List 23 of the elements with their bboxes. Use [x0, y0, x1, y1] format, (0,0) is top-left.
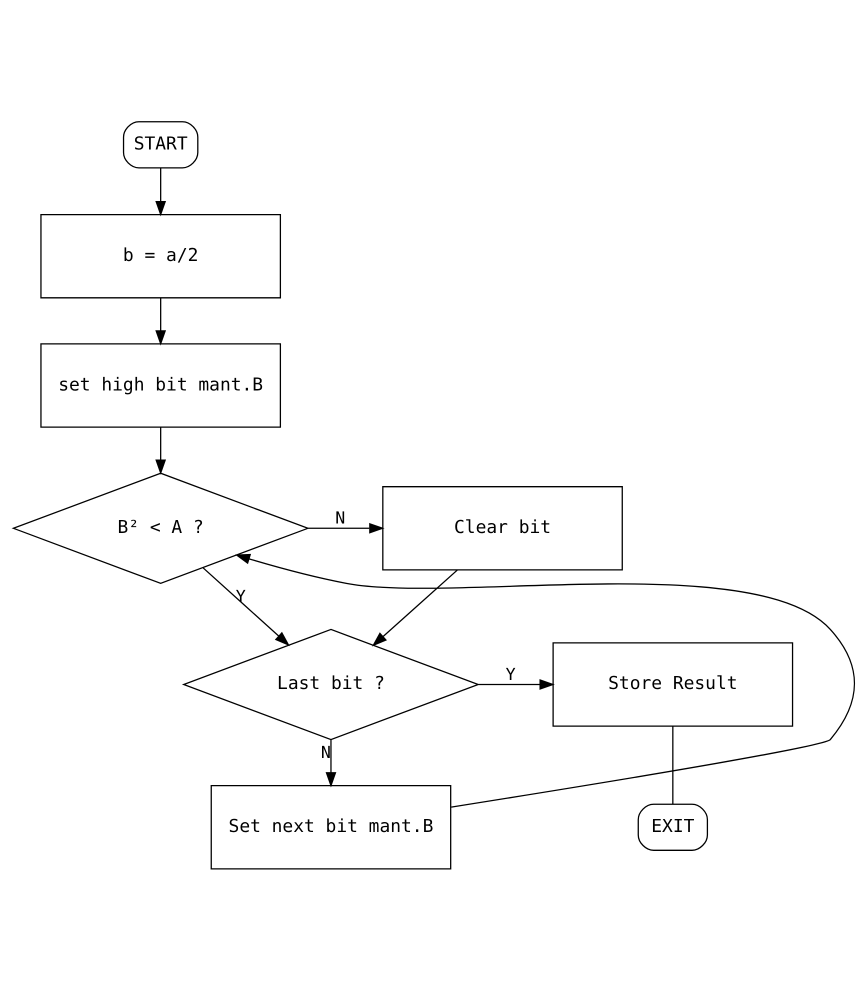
node-diamond: Last bit ?	[182, 628, 480, 740]
arrow	[478, 678, 555, 690]
node-box: START	[122, 120, 198, 168]
node-box: b = a/2	[40, 213, 282, 298]
node-box: Set next bit mant.B	[210, 784, 452, 870]
connector	[672, 726, 674, 804]
arrow	[234, 553, 855, 808]
edge-label: N	[335, 508, 346, 528]
edge-label: Y	[506, 664, 516, 684]
arrow	[308, 522, 385, 534]
arrow	[372, 568, 458, 646]
node-box: set high bit mant.B	[40, 342, 282, 428]
arrow	[326, 739, 336, 788]
edge-label: Y	[236, 586, 246, 606]
node-diamond: B² < A ?	[12, 472, 310, 584]
edge-label: N	[320, 742, 331, 762]
node-box: Clear bit	[382, 486, 623, 570]
arrow	[155, 426, 166, 474]
arrow	[155, 297, 166, 346]
node-box: EXIT	[638, 803, 708, 850]
arrow	[155, 168, 166, 216]
node-box: Store Result	[552, 642, 794, 726]
arrow	[202, 566, 290, 646]
